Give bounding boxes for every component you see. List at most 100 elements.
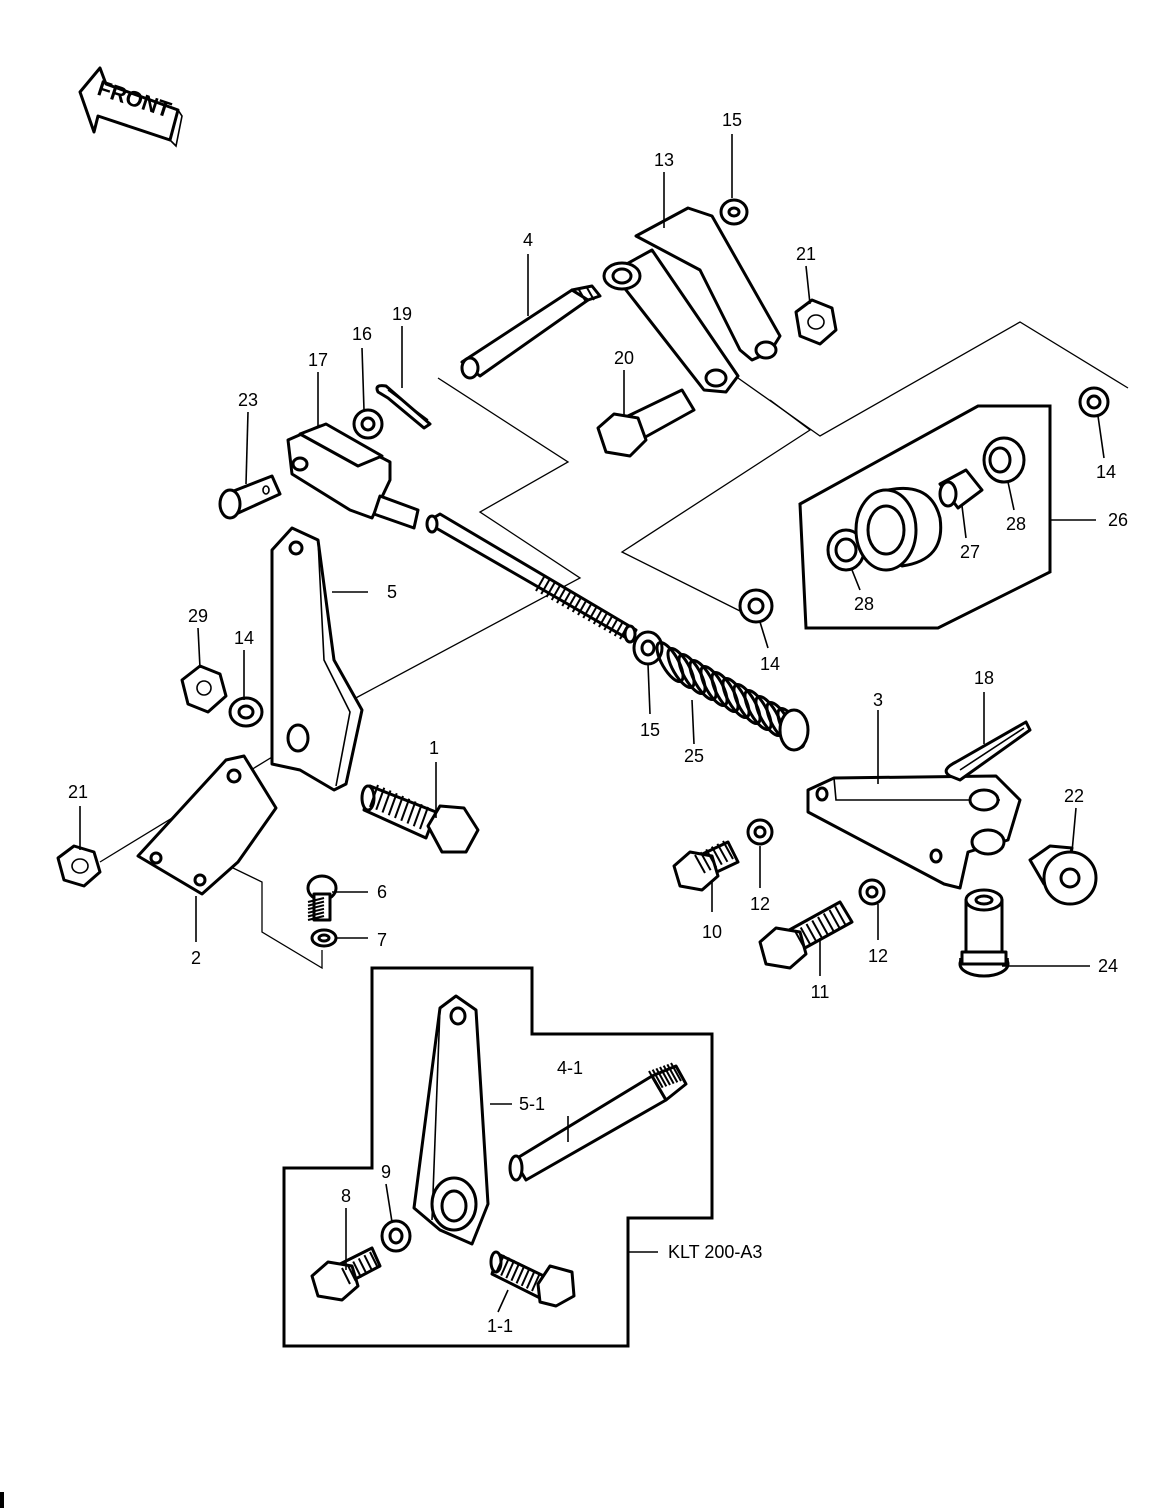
washer-14-left — [228, 696, 264, 728]
thread-line — [592, 609, 603, 625]
thread-line — [666, 1063, 679, 1083]
callout-11: 11 — [811, 982, 830, 1002]
callout-13: 13 — [654, 150, 674, 170]
callout-14-upper: 14 — [1096, 462, 1116, 482]
thread-line — [346, 1264, 357, 1282]
thread-line — [500, 1257, 511, 1276]
assembly-guide-lines — [99, 321, 1129, 970]
callout-9: 9 — [381, 1162, 391, 1182]
callout-1: 1 — [429, 738, 439, 758]
thread-line — [799, 927, 812, 946]
callout-1-1: 1-1 — [487, 1316, 513, 1336]
callout-12-upper: 12 — [750, 894, 770, 914]
callout-21-left: 21 — [68, 782, 88, 802]
thread-line — [375, 787, 386, 811]
thread-line — [520, 1267, 531, 1287]
thread-line — [834, 906, 847, 925]
callout-6: 6 — [377, 882, 387, 902]
thread-line — [587, 606, 598, 622]
thread-line — [381, 790, 392, 813]
thread-line — [352, 1261, 363, 1279]
cotter-pin-18 — [944, 720, 1032, 782]
bolt-1 — [360, 784, 480, 854]
thread-line — [307, 915, 325, 921]
thread-line — [655, 1067, 668, 1087]
callout-15-mid: 15 — [640, 720, 660, 740]
bolt-6 — [306, 874, 338, 922]
thread-line — [505, 1259, 516, 1279]
spring-25 — [655, 641, 810, 752]
thread-line — [550, 585, 561, 601]
callout-24: 24 — [1098, 956, 1118, 976]
thread-line — [387, 792, 398, 816]
callout-17: 17 — [308, 350, 328, 370]
thread-line — [794, 930, 806, 950]
thread-line — [571, 597, 582, 613]
thread-line — [822, 913, 835, 932]
thread-line — [307, 897, 325, 903]
callout-5: 5 — [387, 582, 397, 602]
callout-5-1: 5-1 — [519, 1094, 545, 1114]
roller-28-right — [982, 436, 1026, 484]
callout-4-1: 4-1 — [557, 1058, 583, 1078]
thread-line — [412, 803, 423, 827]
washer-9 — [380, 1219, 412, 1253]
thread-line — [307, 911, 325, 918]
thread-line — [699, 851, 712, 871]
thread-line — [341, 1267, 351, 1285]
callout-2: 2 — [191, 948, 201, 968]
callout-28-right: 28 — [1006, 514, 1026, 534]
callout-21-top: 21 — [796, 244, 816, 264]
thread-line — [535, 576, 545, 592]
callout-25: 25 — [684, 746, 704, 766]
kit-label: KLT 200-A3 — [668, 1242, 762, 1262]
bolt-8 — [310, 1246, 382, 1302]
thread-line — [510, 1262, 521, 1282]
thread-line — [670, 1062, 682, 1082]
thread-line — [710, 846, 723, 866]
threaded-rod — [425, 512, 638, 644]
thread-line — [603, 615, 614, 631]
thread-line — [598, 612, 608, 628]
thread-line — [619, 624, 629, 640]
thread-line — [406, 801, 417, 824]
thread-line — [828, 909, 841, 929]
callout-22: 22 — [1064, 786, 1084, 806]
callout-10: 10 — [702, 922, 722, 942]
thread-line — [369, 784, 379, 808]
washer-7 — [310, 928, 338, 948]
clevis-17 — [286, 422, 420, 530]
thread-line — [577, 600, 587, 616]
thread-line — [582, 603, 593, 619]
thread-line — [556, 588, 566, 604]
thread-line — [805, 923, 818, 943]
thread-line — [525, 1270, 536, 1289]
thread-line — [400, 798, 411, 822]
callout-29: 29 — [188, 606, 208, 626]
klt-kit-outline — [282, 966, 714, 1348]
callout-18: 18 — [974, 668, 994, 688]
callout-19: 19 — [392, 304, 412, 324]
thread-line — [613, 621, 624, 637]
washer-16 — [352, 408, 384, 440]
thread-line — [705, 848, 718, 868]
thread-line — [716, 843, 729, 863]
thread-line — [369, 1251, 379, 1269]
callout-leader-lines — [79, 134, 1105, 1313]
callout-27: 27 — [960, 542, 980, 562]
thread-line — [566, 594, 577, 610]
washer-14-lower — [738, 588, 774, 624]
cotter-pin-19 — [375, 384, 432, 430]
nut-21-top — [794, 298, 838, 346]
bolt-11 — [758, 900, 854, 970]
thread-line — [840, 902, 852, 922]
washer-14-upper — [1078, 386, 1110, 418]
thread-line — [357, 1257, 368, 1275]
callout-8: 8 — [341, 1186, 351, 1206]
thread-line — [419, 806, 429, 830]
callout-14-lower: 14 — [760, 654, 780, 674]
bolt-20 — [596, 388, 696, 458]
callout-20: 20 — [614, 348, 634, 368]
arm-5-1 — [412, 994, 490, 1246]
thread-line — [540, 579, 551, 595]
